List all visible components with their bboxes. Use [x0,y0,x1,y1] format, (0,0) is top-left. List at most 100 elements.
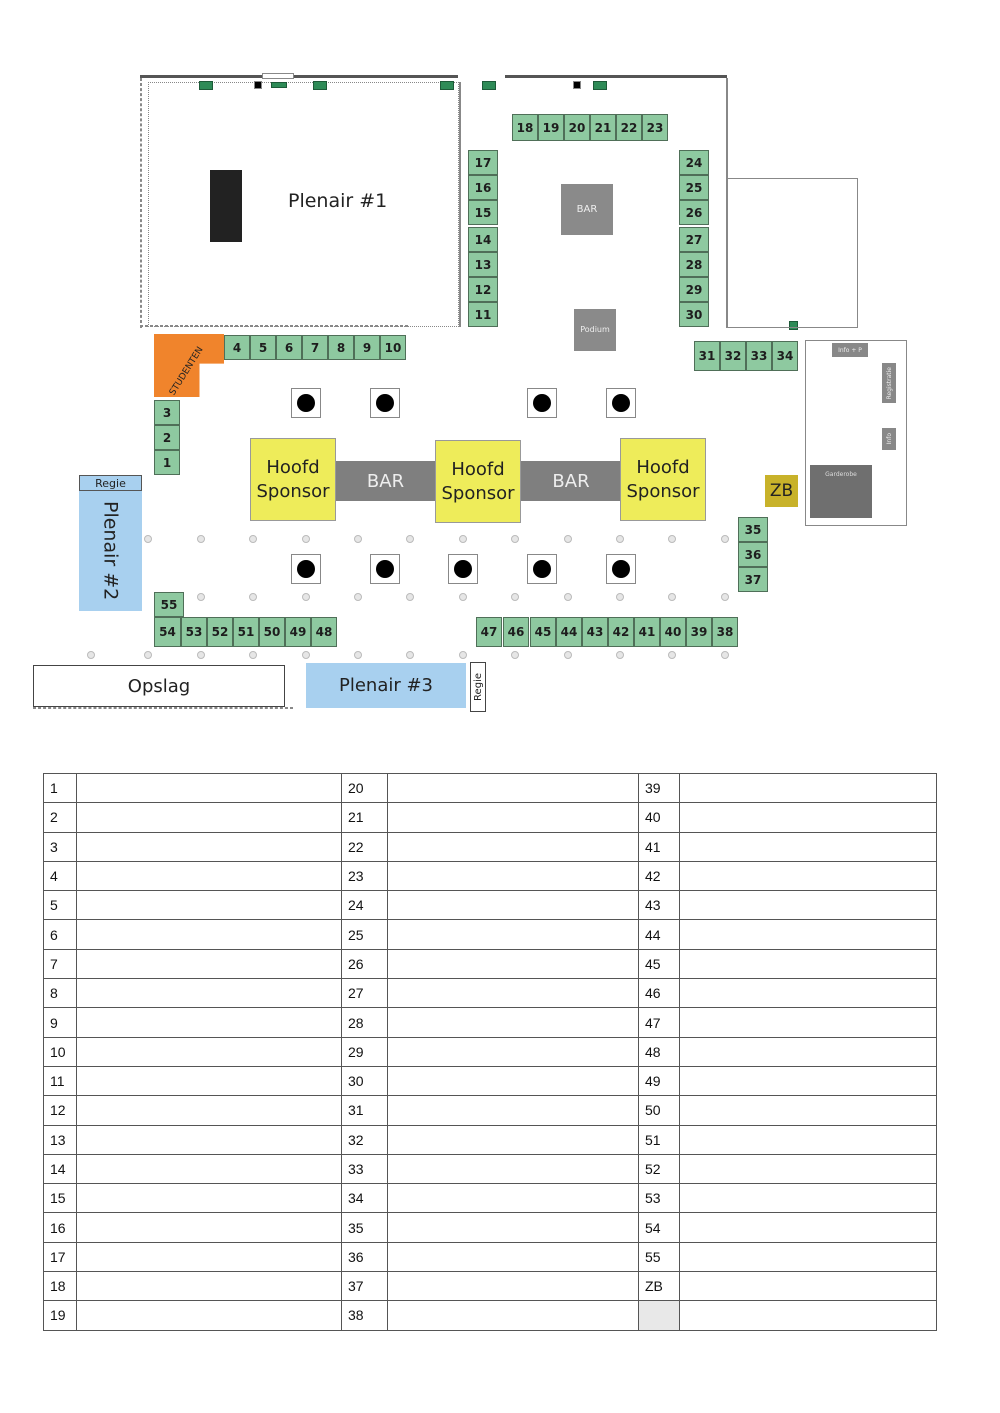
booth-31[interactable]: 31 [694,341,720,371]
exhibitor-name-cell[interactable] [679,1241,937,1273]
exhibitor-name-cell[interactable] [679,802,937,833]
exhibitor-name-cell[interactable] [387,860,639,892]
exhibitor-name-cell[interactable] [387,1007,639,1038]
booth-41[interactable]: 41 [634,617,660,647]
exhibitor-name-cell[interactable] [76,1183,342,1214]
exhibitor-name-cell[interactable] [76,1212,342,1243]
booth-26[interactable]: 26 [679,200,709,225]
exhibitor-name-cell[interactable] [76,772,342,804]
booth-44[interactable]: 44 [556,617,582,647]
exhibitor-name-cell[interactable] [76,978,342,1009]
exhibitor-name-cell[interactable] [679,1300,937,1331]
booth-1[interactable]: 1 [154,450,180,475]
exhibitor-name-cell[interactable] [76,1241,342,1273]
exhibitor-name-cell[interactable] [76,1007,342,1038]
booth-2[interactable]: 2 [154,425,180,450]
booth-3[interactable]: 3 [154,400,180,425]
booth-32[interactable]: 32 [720,341,746,371]
exhibitor-name-cell[interactable] [76,1036,342,1067]
exhibitor-name-cell[interactable] [679,1095,937,1126]
booth-21[interactable]: 21 [590,114,616,141]
exhibitor-name-cell[interactable] [76,1300,342,1331]
exhibitor-name-cell[interactable] [387,948,639,980]
exhibitor-name-cell[interactable] [679,1153,937,1185]
booth-14[interactable]: 14 [468,227,498,252]
exhibitor-name-cell[interactable] [387,1036,639,1067]
exhibitor-name-cell[interactable] [387,890,639,921]
booth-8[interactable]: 8 [328,335,354,360]
booth-4[interactable]: 4 [224,335,250,360]
exhibitor-name-cell[interactable] [387,1241,639,1273]
exhibitor-name-cell[interactable] [679,1271,937,1302]
booth-33[interactable]: 33 [746,341,772,371]
exhibitor-name-cell[interactable] [76,1095,342,1126]
exhibitor-name-cell[interactable] [387,919,639,950]
booth-25[interactable]: 25 [679,175,709,200]
booth-13[interactable]: 13 [468,252,498,277]
exhibitor-name-cell[interactable] [387,1095,639,1126]
exhibitor-name-cell[interactable] [387,1124,639,1155]
booth-54[interactable]: 54 [154,617,181,647]
booth-24[interactable]: 24 [679,150,709,175]
booth-16[interactable]: 16 [468,175,498,200]
exhibitor-name-cell[interactable] [387,1153,639,1185]
exhibitor-name-cell[interactable] [387,772,639,804]
exhibitor-name-cell[interactable] [679,831,937,862]
exhibitor-name-cell[interactable] [679,1124,937,1155]
exhibitor-name-cell[interactable] [76,919,342,950]
booth-20[interactable]: 20 [564,114,590,141]
booth-12[interactable]: 12 [468,277,498,302]
booth-38[interactable]: 38 [712,617,738,647]
booth-5[interactable]: 5 [250,335,276,360]
exhibitor-name-cell[interactable] [679,1212,937,1243]
exhibitor-name-cell[interactable] [76,890,342,921]
booth-9[interactable]: 9 [354,335,380,360]
booth-18[interactable]: 18 [512,114,538,141]
booth-23[interactable]: 23 [642,114,668,141]
booth-15[interactable]: 15 [468,200,498,225]
exhibitor-name-cell[interactable] [76,1124,342,1155]
exhibitor-name-cell[interactable] [679,978,937,1009]
exhibitor-name-cell[interactable] [679,948,937,980]
booth-6[interactable]: 6 [276,335,302,360]
booth-53[interactable]: 53 [181,617,207,647]
booth-11[interactable]: 11 [468,302,498,327]
booth-35[interactable]: 35 [738,517,768,542]
booth-37[interactable]: 37 [738,567,768,592]
exhibitor-name-cell[interactable] [387,831,639,862]
exhibitor-name-cell[interactable] [679,860,937,892]
booth-27[interactable]: 27 [679,227,709,252]
booth-43[interactable]: 43 [582,617,608,647]
exhibitor-name-cell[interactable] [387,1300,639,1331]
exhibitor-name-cell[interactable] [76,1065,342,1097]
booth-7[interactable]: 7 [302,335,328,360]
exhibitor-name-cell[interactable] [387,1212,639,1243]
booth-45[interactable]: 45 [530,617,556,647]
booth-30[interactable]: 30 [679,302,709,327]
booth-40[interactable]: 40 [660,617,686,647]
exhibitor-name-cell[interactable] [387,802,639,833]
exhibitor-name-cell[interactable] [76,1153,342,1185]
exhibitor-name-cell[interactable] [679,772,937,804]
exhibitor-name-cell[interactable] [76,802,342,833]
exhibitor-name-cell[interactable] [76,948,342,980]
exhibitor-name-cell[interactable] [76,860,342,892]
exhibitor-name-cell[interactable] [387,978,639,1009]
exhibitor-name-cell[interactable] [679,890,937,921]
exhibitor-name-cell[interactable] [679,1183,937,1214]
booth-47[interactable]: 47 [476,617,502,647]
exhibitor-name-cell[interactable] [387,1065,639,1097]
booth-39[interactable]: 39 [686,617,712,647]
exhibitor-name-cell[interactable] [679,1036,937,1067]
booth-22[interactable]: 22 [616,114,642,141]
booth-51[interactable]: 51 [233,617,259,647]
exhibitor-name-cell[interactable] [387,1183,639,1214]
exhibitor-name-cell[interactable] [679,919,937,950]
booth-49[interactable]: 49 [285,617,311,647]
booth-52[interactable]: 52 [207,617,233,647]
booth-50[interactable]: 50 [259,617,285,647]
exhibitor-name-cell[interactable] [76,1271,342,1302]
booth-42[interactable]: 42 [608,617,634,647]
exhibitor-name-cell[interactable] [387,1271,639,1302]
booth-19[interactable]: 19 [538,114,564,141]
